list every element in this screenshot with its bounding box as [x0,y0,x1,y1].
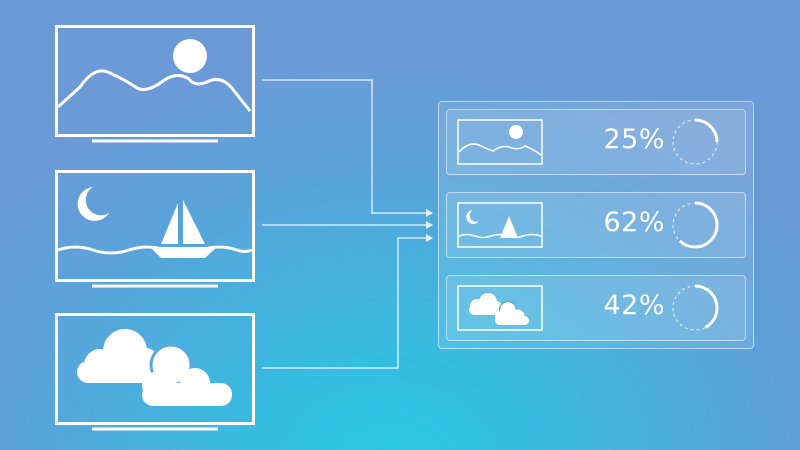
progress-ring [671,284,719,332]
source-monitor-landscape [55,25,255,145]
result-row-sailboat: 62% [446,192,746,258]
arrowhead-1 [426,209,433,217]
connector-line-1 [262,80,426,213]
progress-ring [671,118,719,166]
result-percent: 25% [595,124,665,155]
connector-line-3 [262,238,426,368]
source-monitor-sailboat [55,170,255,290]
arrowhead-2 [426,221,433,229]
result-row-clouds: 42% [446,275,746,341]
landscape-sun-mountains-icon [457,119,543,165]
progress-ring [671,201,719,249]
result-percent: 62% [595,207,665,238]
clouds-icon [457,285,543,331]
arrowhead-3 [426,234,433,242]
result-row-landscape: 25% [446,109,746,175]
sailboat-moon-waves-icon [457,202,543,248]
result-percent: 42% [595,290,665,321]
clouds-icon [55,313,255,433]
landscape-sun-mountains-icon [55,25,255,145]
source-monitor-clouds [55,313,255,433]
sailboat-moon-waves-icon [55,170,255,290]
